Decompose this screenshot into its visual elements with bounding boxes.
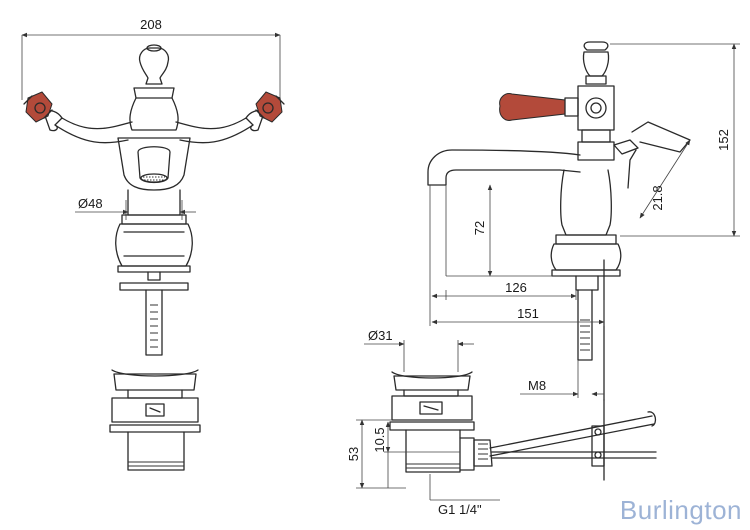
side-view	[356, 41, 740, 501]
dim-waste-height: 53	[346, 447, 361, 461]
dim-waste-offset: 10.5	[372, 427, 387, 452]
front-view	[21, 32, 285, 471]
dim-spout-reach-inner: 126	[505, 280, 527, 295]
dim-overall-width: 208	[140, 17, 162, 32]
dim-waste-thread: G1 1/4"	[438, 502, 482, 517]
dim-body-diameter: Ø48	[78, 196, 103, 211]
brand-logo: Burlington	[619, 495, 742, 525]
dim-angle-offset: 21.8	[650, 185, 665, 210]
left-cross-handle	[23, 91, 53, 123]
dim-height: 152	[716, 129, 731, 151]
right-cross-handle	[255, 91, 285, 123]
dim-spout-reach-outer: 151	[517, 306, 539, 321]
dim-rod-thread: M8	[528, 378, 546, 393]
dim-waste-diameter: Ø31	[368, 328, 393, 343]
dim-spout-height: 72	[472, 221, 487, 235]
